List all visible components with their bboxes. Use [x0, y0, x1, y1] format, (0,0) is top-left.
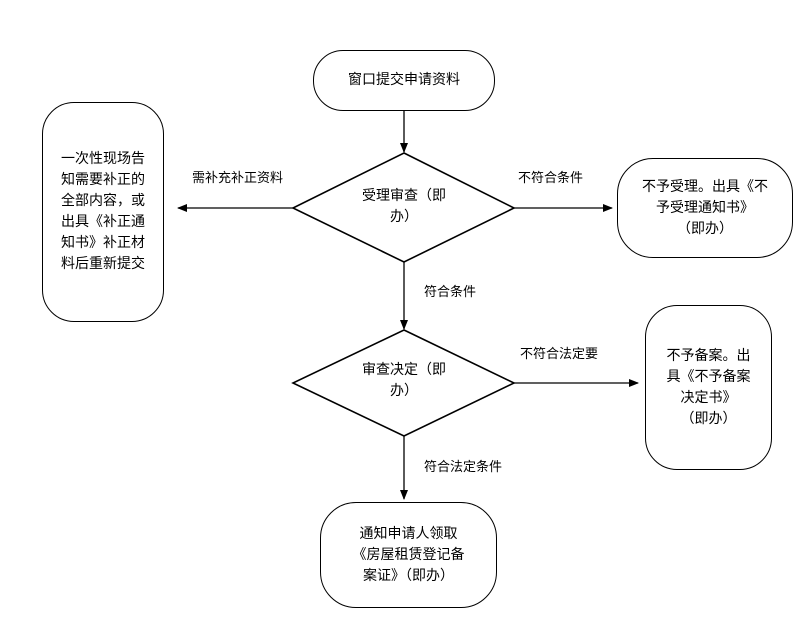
reject-acceptance-label: 不予受理。出具《不 予受理通知书》 （即办）: [642, 178, 768, 237]
reject-filing-label: 不予备案。出 具《不予备案 决定书》 （即办）: [666, 347, 751, 427]
edge-label-need-supplement: 需补充补正资料: [192, 171, 284, 186]
end-node-label: 通知申请人领取 《房屋租赁登记备 案证》（即办）: [352, 525, 465, 584]
edge-label-legal: 符合法定条件: [424, 460, 503, 475]
edge-label-not-legal: 不符合法定要: [520, 347, 599, 362]
edge-label-not-qualified: 不符合条件: [518, 171, 584, 186]
reject-acceptance-node: 不予受理。出具《不 予受理通知书》 （即办）: [617, 158, 793, 258]
review-diamond-label: 受理审查（即 办）: [362, 188, 446, 225]
start-node-label: 窗口提交申请资料: [348, 72, 460, 88]
supplement-notice-label: 一次性现场告 知需要补正的 全部内容，或 出具《补正通 知书》补正材 料后重新提…: [61, 151, 145, 272]
edge-label-qualified: 符合条件: [424, 285, 477, 300]
supplement-notice-node: 一次性现场告 知需要补正的 全部内容，或 出具《补正通 知书》补正材 料后重新提…: [42, 102, 164, 322]
end-node: 通知申请人领取 《房屋租赁登记备 案证》（即办）: [320, 502, 497, 608]
start-node: 窗口提交申请资料: [313, 50, 495, 111]
reject-filing-node: 不予备案。出 具《不予备案 决定书》 （即办）: [645, 305, 772, 470]
decision-diamond-label: 审查决定（即 办）: [362, 362, 446, 399]
